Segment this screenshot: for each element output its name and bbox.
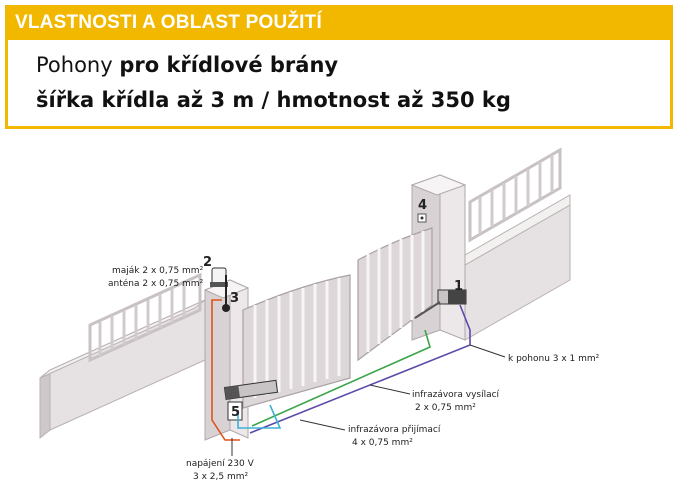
right-motor [414,289,467,319]
description-bold: pro křídlové brány [119,53,339,77]
callout-3: 3 [230,291,239,306]
label-rx-title: infrazávora přijímací [348,425,441,435]
right-gate-leaf [357,227,433,362]
label-rx-spec: 4 x 0,75 mm² [352,438,413,448]
label-power-spec: 3 x 2,5 mm² [193,472,248,482]
antenna [222,275,230,312]
installation-diagram: 1 2 3 4 5 maják 2 x 0,75 mm² anténa 2 x … [39,147,600,482]
callout-2: 2 [203,255,212,270]
label-power-title: napájení 230 V [186,459,255,469]
label-lamp: maják 2 x 0,75 mm² [112,266,204,276]
motor-cable [249,304,471,434]
callout-5: 5 [231,405,240,420]
section-title: VLASTNOSTI A OBLAST POUŽITÍ [15,12,322,33]
product-description: Pohony pro křídlové brány [36,53,338,77]
header-bar: VLASTNOSTI A OBLAST POUŽITÍ [8,8,670,40]
power-cable [211,299,240,441]
label-antenna: anténa 2 x 0,75 mm² [108,278,204,289]
rx-cable [237,404,282,429]
properties-panel: VLASTNOSTI A OBLAST POUŽITÍ Pohony pro k… [5,5,673,129]
tx-cable [251,329,431,427]
callout-1: 1 [454,279,463,294]
label-tx-spec: 2 x 0,75 mm² [415,403,476,413]
left-fence [39,272,206,440]
label-tx-title: infrazávora vysílací [412,390,500,400]
label-motor-cable: k pohonu 3 x 1 mm² [508,354,600,364]
callout-4: 4 [418,198,427,213]
left-gate-leaf [242,274,351,409]
right-fence [464,147,571,341]
product-specs: šířka křídla až 3 m / hmotnost až 350 kg [36,88,511,112]
description-normal: Pohony [36,53,120,77]
left-motor [223,379,279,400]
